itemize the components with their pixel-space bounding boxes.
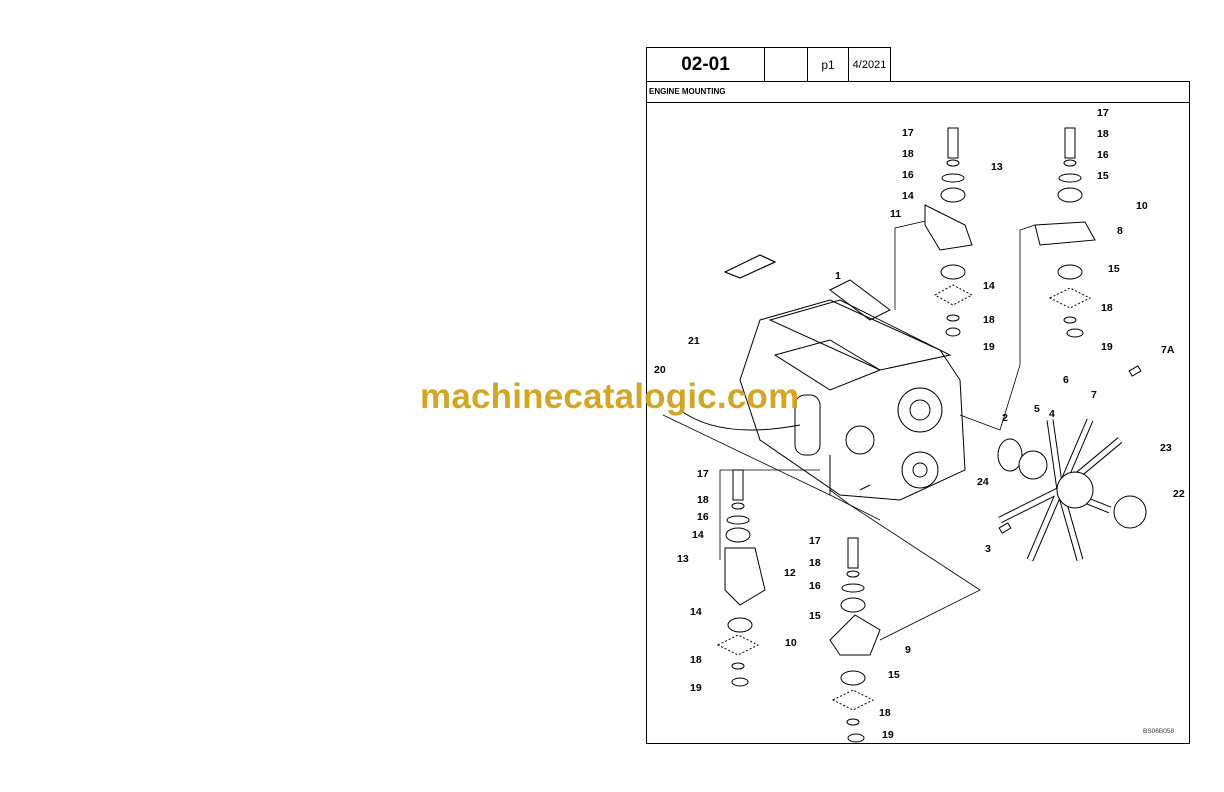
callout-23: 23 — [1160, 442, 1172, 454]
callout-21: 21 — [688, 335, 700, 347]
callout-18: 18 — [809, 557, 821, 569]
mount-stack — [829, 537, 881, 743]
callout-16: 16 — [697, 511, 709, 523]
callout-18: 18 — [902, 148, 914, 160]
callout-16: 16 — [1097, 149, 1109, 161]
diagram-frame — [646, 102, 1190, 744]
fan-assembly — [997, 365, 1147, 562]
callout-14: 14 — [902, 190, 914, 202]
callout-10: 10 — [785, 637, 797, 649]
callout-15: 15 — [1108, 263, 1120, 275]
callout-17: 17 — [697, 468, 709, 480]
callout-18: 18 — [1097, 128, 1109, 140]
callout-14: 14 — [983, 280, 995, 292]
callout-15: 15 — [809, 610, 821, 622]
callout-7A: 7A — [1161, 344, 1175, 356]
callout-10: 10 — [1136, 200, 1148, 212]
callout-18: 18 — [983, 314, 995, 326]
callout-19: 19 — [983, 341, 995, 353]
watermark: machinecatalogic.com — [420, 377, 800, 416]
callout-17: 17 — [902, 127, 914, 139]
callout-6: 6 — [1063, 374, 1069, 386]
callout-7: 7 — [1091, 389, 1097, 401]
leader-lines — [662, 219, 1036, 641]
callout-19: 19 — [1101, 341, 1113, 353]
callout-24: 24 — [977, 476, 989, 488]
callout-18: 18 — [1101, 302, 1113, 314]
callout-16: 16 — [902, 169, 914, 181]
callout-3: 3 — [985, 543, 991, 555]
callout-15: 15 — [1097, 170, 1109, 182]
callout-13: 13 — [677, 553, 689, 565]
callout-13: 13 — [991, 161, 1003, 173]
callout-14: 14 — [690, 606, 702, 618]
callout-19: 19 — [882, 729, 894, 741]
callout-11: 11 — [890, 208, 901, 220]
callout-2: 2 — [1002, 412, 1008, 424]
callout-18: 18 — [690, 654, 702, 666]
callout-14: 14 — [692, 529, 704, 541]
mount-parts — [716, 127, 1147, 743]
mount-stack — [716, 469, 766, 687]
callout-18: 18 — [879, 707, 891, 719]
figure-code: BS06B058 — [1143, 728, 1175, 735]
callout-12: 12 — [784, 567, 796, 579]
callout-19: 19 — [690, 682, 702, 694]
callout-17: 17 — [809, 535, 821, 547]
callout-15: 15 — [888, 669, 900, 681]
callout-17: 17 — [1097, 107, 1109, 119]
callout-18: 18 — [697, 494, 709, 506]
engine-drawing — [679, 254, 966, 501]
callout-4: 4 — [1049, 408, 1055, 420]
callout-9: 9 — [905, 644, 911, 656]
callout-20: 20 — [654, 364, 666, 376]
callout-8: 8 — [1117, 225, 1123, 237]
mount-stack — [1034, 127, 1096, 338]
mount-stack — [924, 127, 974, 337]
callout-22: 22 — [1173, 488, 1185, 500]
callout-1: 1 — [835, 270, 841, 282]
callout-16: 16 — [809, 580, 821, 592]
callout-5: 5 — [1034, 403, 1040, 415]
